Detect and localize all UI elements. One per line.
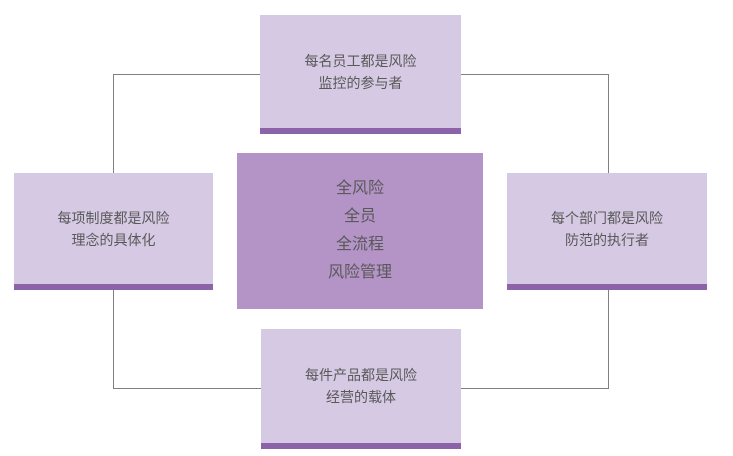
node-bottom-products: 每件产品都是风险 经营的载体 xyxy=(261,329,461,449)
node-label-line: 全风险 xyxy=(335,180,384,197)
node-label-line: 防范的执行者 xyxy=(565,231,649,248)
node-label-line: 监控的参与者 xyxy=(318,74,403,91)
node-right-departments: 每个部门都是风险 防范的执行者 xyxy=(507,173,707,290)
node-label-line: 每项制度都是风险 xyxy=(57,209,170,226)
node-label-line: 每名员工都是风险 xyxy=(304,52,417,69)
node-left-policies: 每项制度都是风险 理念的具体化 xyxy=(14,173,213,290)
node-label-line: 理念的具体化 xyxy=(71,231,156,248)
node-center-risk-management: 全风险 全员 全流程 风险管理 xyxy=(237,153,483,309)
node-label-line: 全流程 xyxy=(335,236,384,253)
node-label-line: 风险管理 xyxy=(327,264,392,281)
node-label-line: 每个部门都是风险 xyxy=(551,209,663,226)
node-label-line: 全员 xyxy=(343,208,376,225)
node-label-line: 每件产品都是风险 xyxy=(305,367,417,383)
node-label-line: 经营的载体 xyxy=(326,389,396,405)
node-top-employees: 每名员工都是风险 监控的参与者 xyxy=(260,15,461,134)
